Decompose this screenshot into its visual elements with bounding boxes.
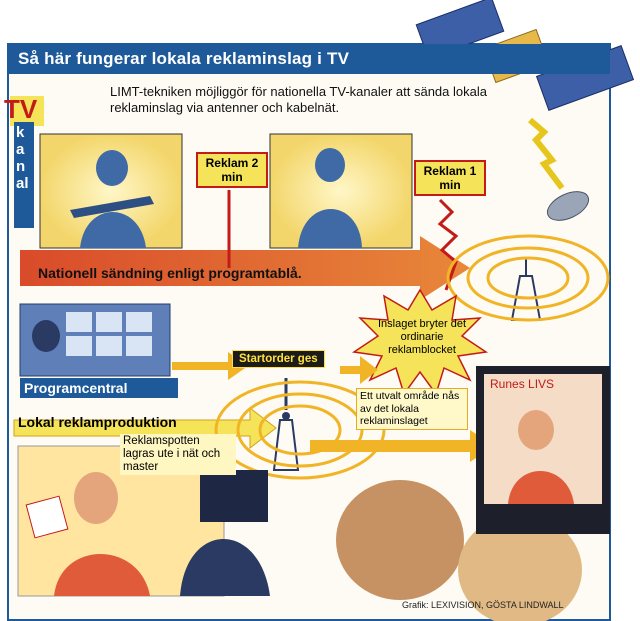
area-arrow — [310, 430, 494, 462]
intro-text: LIMT-tekniken möjliggör för nationella T… — [110, 84, 487, 115]
credit-line: Grafik: LEXIVISION, GÖSTA LINDWALL — [402, 600, 564, 610]
guitarist-body — [80, 212, 146, 248]
program-central-label: Programcentral — [20, 378, 178, 398]
local-production-label: Lokal reklamproduktion — [18, 414, 177, 430]
tv-badge-bg — [10, 96, 44, 126]
presenter-card — [25, 495, 69, 539]
area-note: Ett utvalt område nås av det lokala rekl… — [356, 388, 468, 430]
store-sign: Runes LIVS — [490, 377, 555, 391]
speaker-body — [298, 209, 362, 248]
viewer-head-1 — [336, 480, 464, 600]
sign-right-zigzag — [437, 198, 459, 291]
presenter-body — [54, 554, 150, 596]
start-order-label: Startorder ges — [232, 350, 325, 368]
signal-waves-center — [214, 380, 386, 480]
satellite-dish-icon — [546, 191, 590, 221]
title-bar — [8, 44, 610, 74]
insert-note: Inslaget bryter det ordinarie reklambloc… — [377, 318, 467, 356]
viewer-head-2 — [458, 514, 582, 621]
sign-reklam-2min: Reklam 2 min — [196, 152, 268, 188]
control-room-monitors — [19, 303, 171, 377]
center-tower-icon — [272, 412, 300, 471]
start-order-arrow-left — [172, 352, 248, 380]
broadcast-label: Nationell sändning enligt programtablå. — [38, 265, 302, 281]
spots-note: Reklamspotten lagras ute i nät och maste… — [120, 434, 236, 475]
tv-label: TV — [4, 94, 38, 124]
presenter-face — [74, 472, 118, 524]
speaker-head — [315, 148, 345, 182]
guitar — [70, 196, 154, 218]
tv-person-body — [508, 471, 574, 504]
kanal-label: kanal — [16, 124, 29, 192]
lightning-bolt — [528, 117, 565, 190]
page-title: Så här fungerar lokala reklaminslag i TV — [18, 49, 350, 68]
signal-waves-right — [446, 234, 610, 322]
tv-person-face — [518, 410, 554, 450]
sign-reklam-1min: Reklam 1 min — [414, 160, 486, 196]
guitarist-head — [96, 150, 128, 186]
camera-icon — [200, 470, 268, 522]
insert-starburst — [351, 288, 489, 396]
start-order-arrow-right — [340, 356, 378, 384]
broadcast-arrow — [20, 236, 470, 300]
kanal-bar — [14, 122, 34, 228]
cameraman-body — [180, 539, 270, 596]
